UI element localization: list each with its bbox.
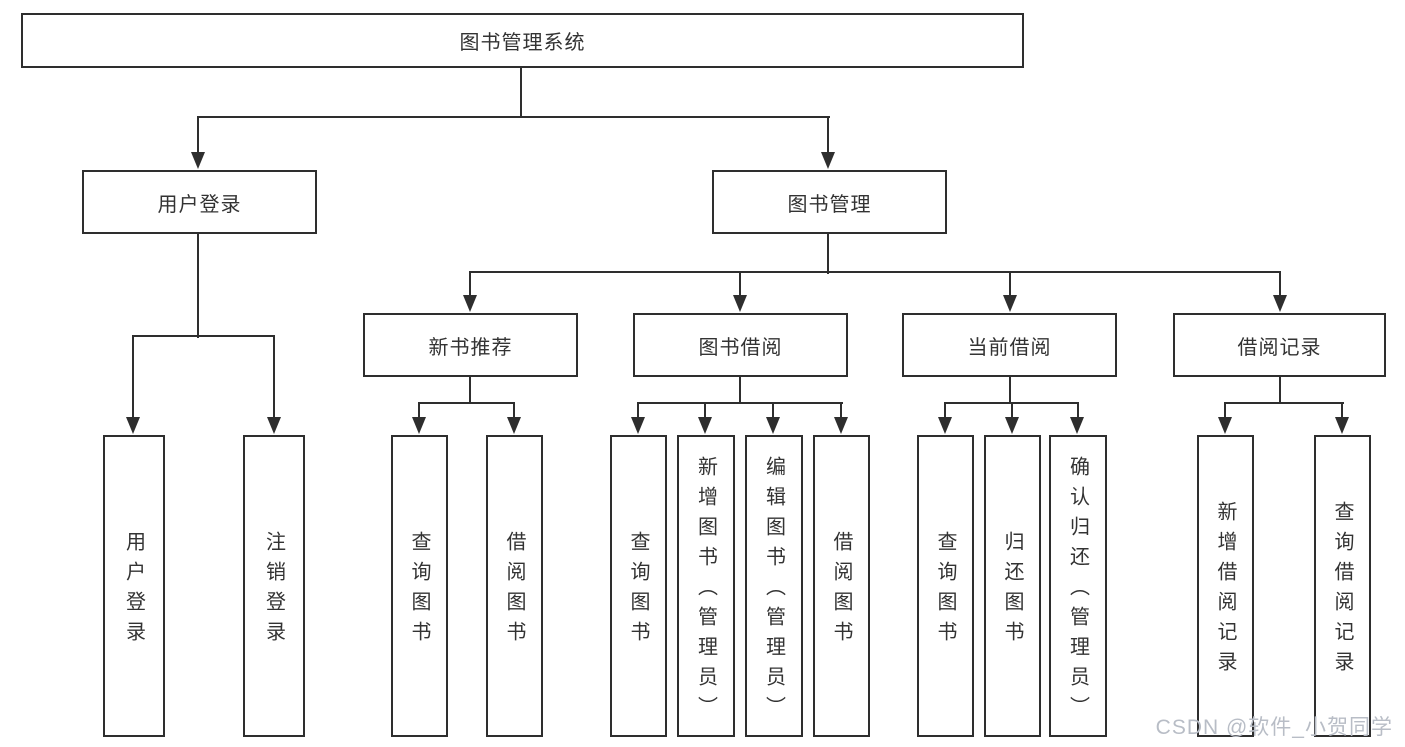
connector-line	[1224, 402, 1226, 420]
leaf-query-books-current: 查询图书	[917, 435, 974, 737]
connector-line	[1011, 402, 1013, 420]
leaf-label: 编辑图书（管理员）	[762, 456, 785, 726]
arrow-down-icon	[1335, 417, 1349, 434]
leaf-label: 借阅图书	[830, 531, 852, 651]
arrow-down-icon	[938, 417, 952, 434]
node-label: 图书管理系统	[459, 32, 586, 54]
node-book-borrowing: 图书借阅	[633, 313, 848, 377]
connector-line	[1279, 271, 1281, 297]
leaf-label: 用户登录	[122, 531, 145, 651]
node-label: 图书借阅	[698, 336, 783, 359]
leaf-label: 查询图书	[934, 531, 956, 651]
connector-line	[739, 271, 741, 297]
node-label: 借阅记录	[1237, 336, 1322, 359]
leaf-query-books-recommend: 查询图书	[391, 435, 448, 737]
connector-line	[1224, 402, 1344, 404]
arrow-down-icon	[766, 417, 780, 434]
arrow-down-icon	[191, 152, 205, 169]
connector-line	[1279, 375, 1281, 404]
arrow-down-icon	[1003, 295, 1017, 312]
connector-line	[197, 116, 199, 154]
connector-line	[469, 375, 471, 404]
leaf-label: 新增图书（管理员）	[694, 456, 717, 726]
connector-line	[827, 116, 829, 154]
leaf-confirm-return-admin: 确认归还（管理员）	[1049, 435, 1107, 737]
connector-line	[520, 66, 522, 118]
arrow-down-icon	[1070, 417, 1084, 434]
connector-line	[197, 116, 830, 118]
node-user-login: 用户登录	[82, 170, 317, 234]
arrow-down-icon	[631, 417, 645, 434]
connector-line	[273, 335, 275, 420]
arrow-down-icon	[698, 417, 712, 434]
connector-line	[418, 402, 515, 404]
arrow-down-icon	[834, 417, 848, 434]
connector-line	[1077, 402, 1079, 420]
connector-line	[944, 402, 946, 420]
node-library-management-system: 图书管理系统	[21, 13, 1024, 68]
node-label: 当前借阅	[967, 336, 1052, 359]
node-label: 用户登录	[157, 193, 242, 216]
leaf-label: 注销登录	[262, 531, 285, 651]
csdn-watermark: CSDN @软件_小贺同学	[1155, 716, 1393, 739]
arrow-down-icon	[126, 417, 140, 434]
arrow-down-icon	[821, 152, 835, 169]
leaf-label: 归还图书	[1001, 531, 1023, 651]
connector-line	[513, 402, 515, 420]
arrow-down-icon	[463, 295, 477, 312]
connector-line	[739, 375, 741, 404]
leaf-borrow-books-borrowing: 借阅图书	[813, 435, 870, 737]
arrow-down-icon	[1273, 295, 1287, 312]
connector-line	[637, 402, 639, 420]
connector-line	[637, 402, 843, 404]
leaf-user-login: 用户登录	[103, 435, 165, 737]
arrow-down-icon	[733, 295, 747, 312]
connector-line	[1009, 271, 1011, 297]
connector-line	[704, 402, 706, 420]
arrow-down-icon	[267, 417, 281, 434]
leaf-borrow-books-recommend: 借阅图书	[486, 435, 543, 737]
connector-line	[772, 402, 774, 420]
connector-line	[1009, 375, 1011, 404]
node-current-borrowing: 当前借阅	[902, 313, 1117, 377]
leaf-return-book: 归还图书	[984, 435, 1041, 737]
leaf-add-book-admin: 新增图书（管理员）	[677, 435, 735, 737]
leaf-query-borrow-record: 查询借阅记录	[1314, 435, 1371, 737]
leaf-label: 确认归还（管理员）	[1066, 456, 1089, 726]
arrow-down-icon	[412, 417, 426, 434]
leaf-label: 查询图书	[408, 531, 430, 651]
node-new-book-recommend: 新书推荐	[363, 313, 578, 377]
node-borrowing-records: 借阅记录	[1173, 313, 1386, 377]
leaf-query-books-borrowing: 查询图书	[610, 435, 667, 737]
leaf-label: 新增借阅记录	[1214, 501, 1236, 681]
node-label: 图书管理	[787, 193, 872, 216]
connector-line	[132, 335, 275, 337]
connector-line	[418, 402, 420, 420]
node-label: 新书推荐	[428, 336, 513, 359]
connector-line	[469, 271, 1281, 273]
leaf-label: 查询借阅记录	[1331, 501, 1353, 681]
leaf-logout: 注销登录	[243, 435, 305, 737]
leaf-edit-book-admin: 编辑图书（管理员）	[745, 435, 803, 737]
leaf-label: 查询图书	[627, 531, 649, 651]
arrow-down-icon	[507, 417, 521, 434]
leaf-add-borrow-record: 新增借阅记录	[1197, 435, 1254, 737]
connector-line	[469, 271, 471, 297]
leaf-label: 借阅图书	[503, 531, 525, 651]
connector-line	[132, 335, 134, 420]
node-book-management: 图书管理	[712, 170, 947, 234]
connector-line	[827, 232, 829, 274]
connector-line	[840, 402, 842, 420]
arrow-down-icon	[1005, 417, 1019, 434]
connector-line	[1341, 402, 1343, 420]
connector-line	[197, 232, 199, 338]
arrow-down-icon	[1218, 417, 1232, 434]
